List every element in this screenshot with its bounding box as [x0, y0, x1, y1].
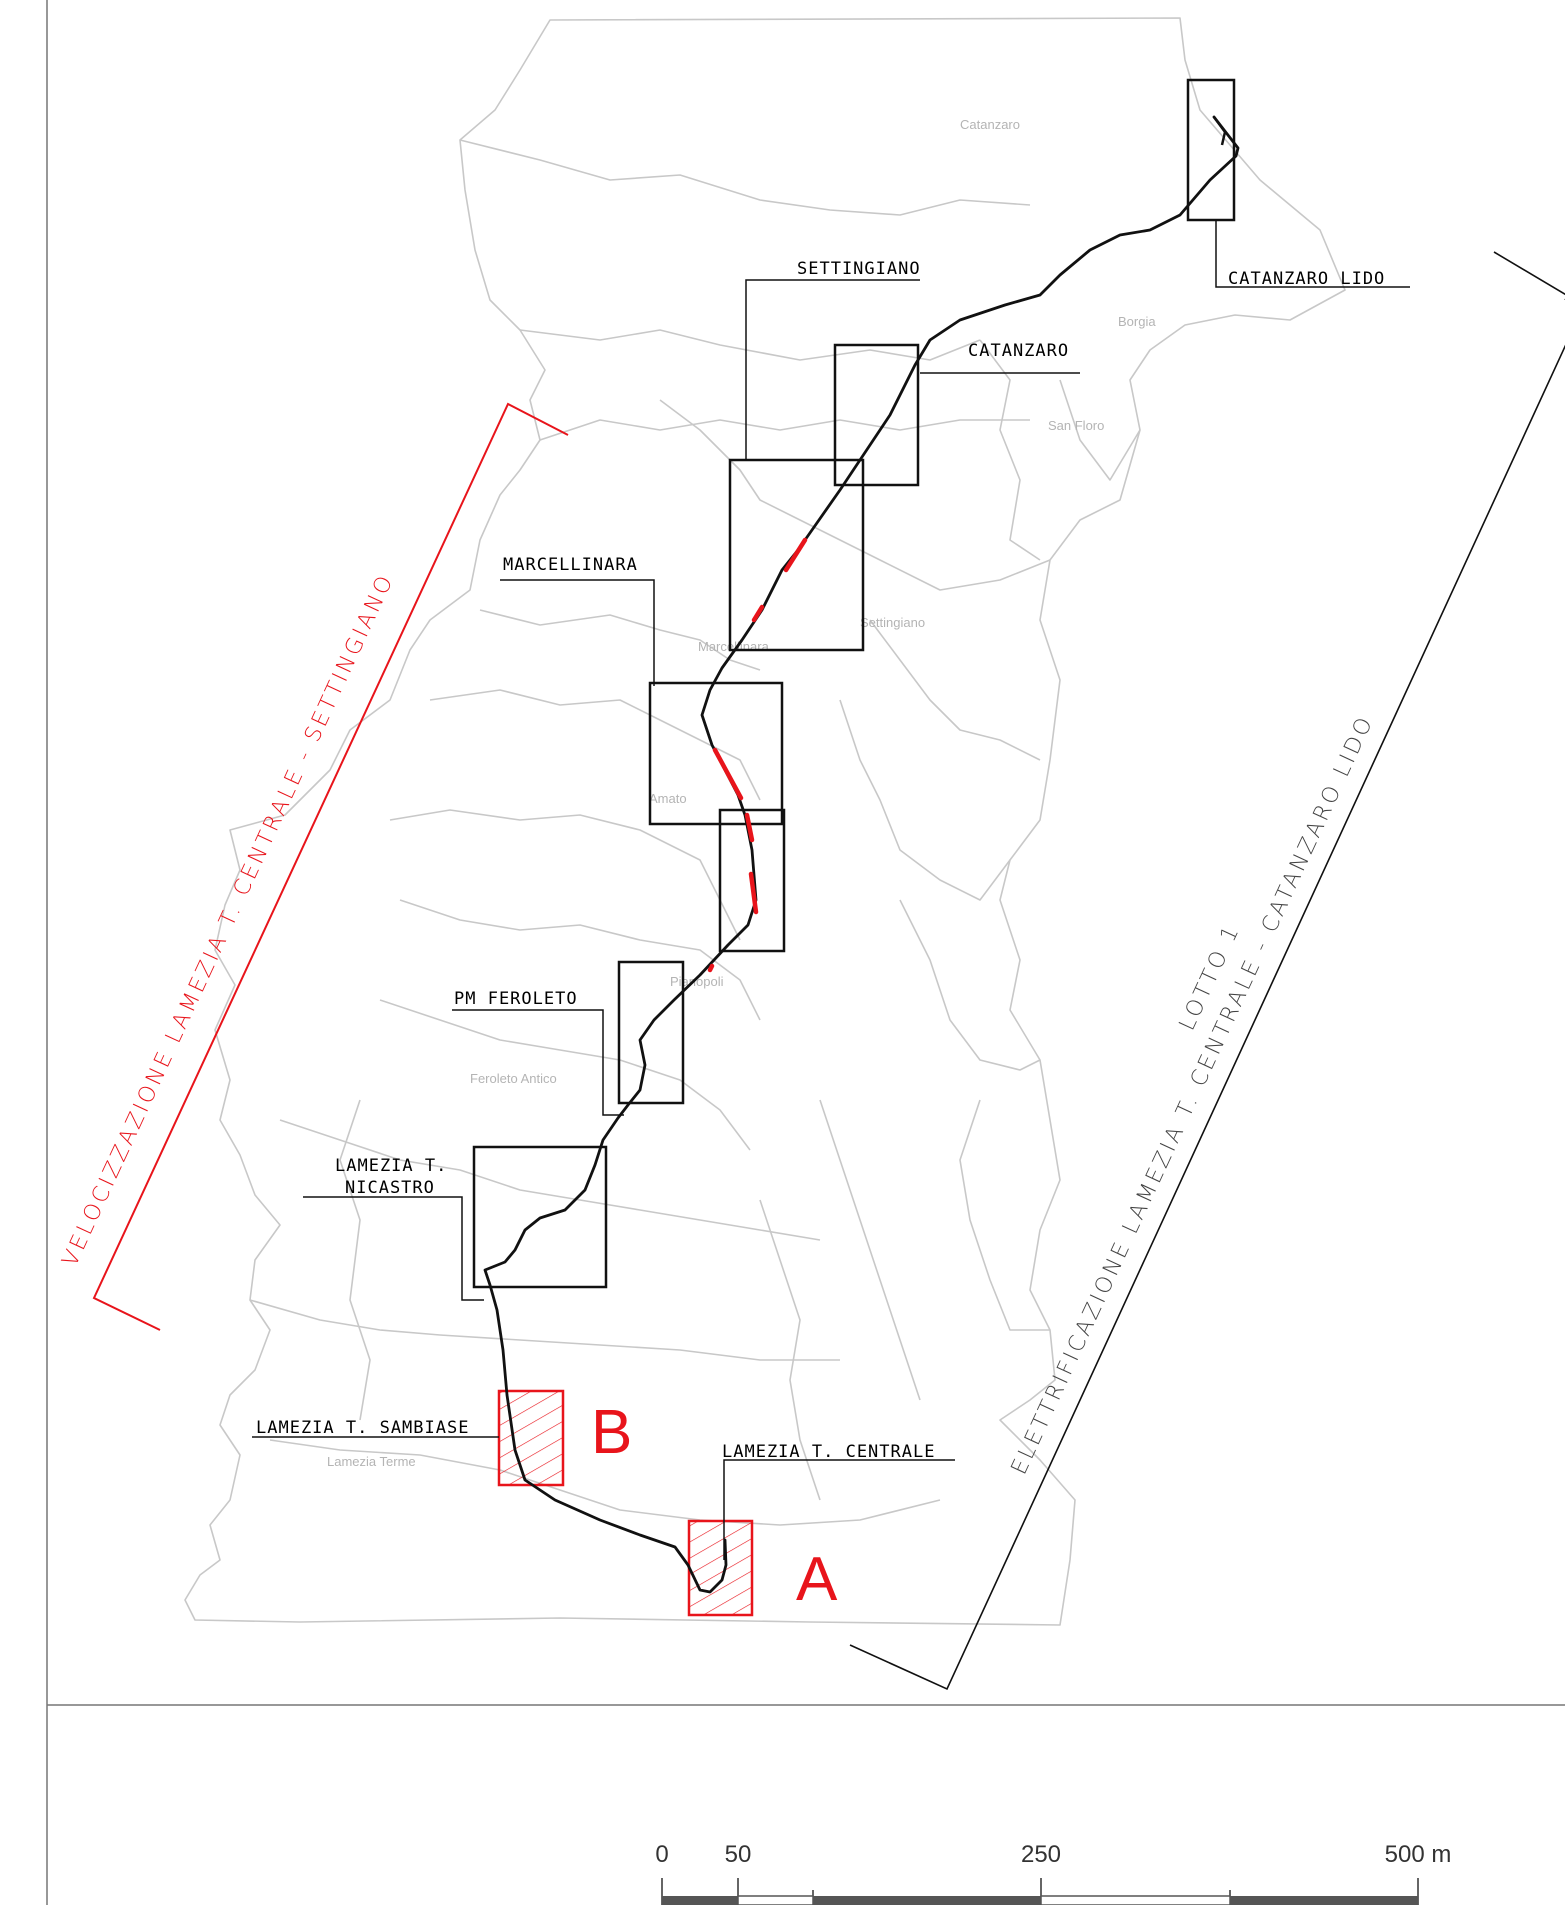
boundary-amato-south [389, 809, 741, 941]
boundary-east-lower [959, 1099, 1050, 1331]
lot-elettrificazione: LOTTO 1 ELETTRIFICAZIONE LAMEZIA T. CENT… [849, 251, 1565, 1691]
scale-segment-4 [1040, 1895, 1231, 1905]
scale-tick-0: 0 [655, 1841, 668, 1868]
box-pm-feroleto [617, 960, 685, 1105]
label-lamezia-sambiase: LAMEZIA T. SAMBIASE [256, 1418, 469, 1438]
red-segment-2 [751, 604, 765, 623]
region-outline [184, 17, 1346, 1626]
boundary-san-floro [1059, 379, 1141, 481]
boundary-north-3 [539, 419, 1030, 441]
boundary-middle-valley [759, 1199, 821, 1501]
boundary-north-1 [459, 139, 1031, 216]
scale-tick-250: 250 [1021, 1841, 1061, 1868]
label-lamezia-centrale: LAMEZIA T. CENTRALE [722, 1442, 935, 1462]
leader-lamezia-centrale [723, 1459, 955, 1560]
leader-settingiano [745, 279, 920, 460]
label-catanzaro: CATANZARO [968, 341, 1069, 361]
label-pm-feroleto: PM FEROLETO [454, 989, 578, 1009]
red-segment-4 [744, 812, 755, 843]
boundary-center-east-1 [869, 619, 1041, 761]
railway-line [483, 115, 1240, 1594]
scale-segment-1 [662, 1896, 738, 1905]
scale-segment-2 [737, 1895, 814, 1905]
town-catanzaro: Catanzaro [960, 117, 1020, 132]
station-boxes [472, 78, 1236, 1289]
town-lamezia-terme: Lamezia Terme [327, 1454, 416, 1469]
leader-lamezia-nicastro [303, 1196, 484, 1301]
railway-spur-catanzaro-lido [1212, 116, 1227, 146]
boundary-center-east-2 [839, 699, 1011, 901]
boundary-south-east [819, 1099, 921, 1401]
box-settingiano [728, 458, 865, 652]
boundary-pianopoli [399, 899, 761, 1021]
lot-elettrificazione-bracket [849, 344, 1565, 1691]
town-san-floro: San Floro [1048, 418, 1104, 433]
leader-catanzaro-lido [1215, 220, 1410, 288]
town-feroleto-antico: Feroleto Antico [470, 1071, 557, 1086]
town-settingiano: Settingiano [860, 615, 925, 630]
speed-upgrade-segments [707, 537, 808, 973]
station-leaders [252, 220, 1410, 1560]
scale-bar: 0 50 250 500 m [655, 1841, 1451, 1905]
boundary-center-east-3 [899, 899, 1041, 1071]
boundary-amato-north [429, 689, 761, 801]
boundary-marcellinara [479, 609, 761, 671]
site-b-letter: B [591, 1398, 632, 1467]
town-labels: Catanzaro Borgia San Floro Settingiano M… [327, 117, 1156, 1469]
red-segment-5 [748, 871, 759, 915]
leader-marcellinara [500, 579, 655, 686]
boundary-west-valley [339, 1099, 371, 1421]
lot-velocizzazione: VELOCIZZAZIONE LAMEZIA T. CENTRALE - SET… [58, 402, 569, 1331]
box-marcellinara [648, 681, 784, 826]
box-lamezia-nicastro [472, 1145, 608, 1289]
boundary-sambiase [249, 1299, 840, 1361]
station-labels: CATANZARO LIDO SETTINGIANO CATANZARO MAR… [256, 259, 1385, 1462]
site-a-box [687, 1519, 754, 1617]
label-marcellinara: MARCELLINARA [503, 555, 638, 575]
box-amato-section [718, 808, 786, 953]
scale-segment-5 [1230, 1896, 1418, 1905]
lot-velocizzazione-bracket [92, 402, 569, 1331]
town-borgia: Borgia [1118, 314, 1156, 329]
label-lamezia-nicastro-line1: LAMEZIA T. [335, 1156, 447, 1176]
scale-tick-500: 500 m [1385, 1841, 1452, 1868]
boundary-feroleto [379, 999, 751, 1151]
label-lamezia-nicastro-line2: NICASTRO [345, 1178, 435, 1198]
red-segment-1 [783, 537, 808, 573]
municipal-boundaries [184, 17, 1346, 1626]
box-catanzaro-lido [1186, 78, 1236, 222]
boundary-lamezia [269, 1439, 941, 1526]
lot-elettrificazione-label: ELETTRIFICAZIONE LAMEZIA T. CENTRALE - C… [1007, 711, 1379, 1478]
leader-pm-feroleto [452, 1009, 624, 1116]
site-a-letter: A [796, 1545, 838, 1614]
red-segment-6 [707, 963, 715, 973]
scale-segment-3 [813, 1896, 1041, 1905]
scale-tick-50: 50 [725, 1841, 752, 1868]
lot-elettrificazione-top-tick [1493, 251, 1565, 300]
boundary-nicastro [279, 1119, 821, 1241]
label-catanzaro-lido: CATANZARO LIDO [1228, 269, 1385, 289]
town-amato: Amato [649, 791, 687, 806]
boundary-settingiano [659, 399, 1051, 591]
label-settingiano: SETTINGIANO [797, 259, 921, 279]
box-catanzaro [833, 343, 920, 487]
red-segment-3 [712, 747, 744, 801]
